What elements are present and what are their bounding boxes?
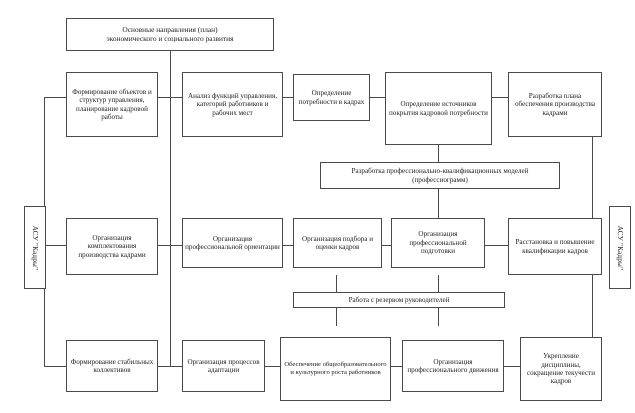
title-box: Основные направления (план) экономическо… (66, 18, 274, 51)
box-vocational-guidance-label: Организация профессиональной ориентации (185, 234, 280, 251)
box-leader-reserve: Работа с резервом руководителей (293, 292, 505, 308)
box-vocational-training: Организация профессиональной подготовки (391, 218, 485, 268)
connector-row6-b (265, 366, 280, 367)
box-selection-evaluation-label: Организация подбора и оценки кадров (301, 234, 374, 251)
box-forming-objects-label: Формирование объектов и структур управле… (72, 87, 152, 121)
box-need-determination: Определение потребности в кадрах (293, 74, 370, 121)
connector-row4-c (382, 245, 391, 246)
connector-title-vertical (170, 51, 171, 303)
box-selection-evaluation: Организация подбора и оценки кадров (293, 218, 382, 268)
side-label-right-text: АСУ "Кадры" (616, 225, 624, 270)
connector-left-to-row6 (44, 366, 66, 367)
box-sources-determination: Определение источников покрытия кадровой… (385, 72, 492, 145)
box-staffing-organization-label: Организация комплектования производства … (78, 233, 146, 259)
box-professiogram-development-label: Разработка профессионально-квалификацион… (351, 167, 529, 184)
box-adaptation-processes: Организация процессов адаптации (182, 340, 265, 392)
box-sources-determination-label: Определение источников покрытия кадровой… (389, 100, 488, 117)
connector-row6-c (391, 366, 402, 367)
connector-row2-c (370, 97, 385, 98)
connector-row2-a (158, 97, 182, 98)
connector-training-to-reserve (438, 275, 439, 292)
box-vocational-guidance: Организация профессиональной ориентации (182, 218, 283, 268)
connector-sources-to-professiogram (438, 145, 439, 162)
connector-row6-d (504, 366, 520, 367)
connector-row2-b (283, 97, 293, 98)
box-forming-objects: Формирование объектов и структур управле… (66, 72, 158, 137)
connector-left-to-row2 (44, 97, 66, 98)
box-leader-reserve-label: Работа с резервом руководителей (348, 295, 450, 304)
box-placement-upgrading-label: Расстановка и повышение квалификации кад… (515, 238, 595, 255)
box-staffing-organization: Организация комплектования производства … (66, 218, 158, 275)
side-label-right: АСУ "Кадры" (609, 206, 631, 289)
connector-left-to-row4 (44, 245, 66, 246)
box-placement-upgrading: Расстановка и повышение квалификации кад… (508, 218, 602, 275)
connector-left-column-vertical (170, 303, 171, 366)
box-need-determination-label: Определение потребности в кадрах (298, 89, 365, 106)
box-education-culture-growth: Обеспечение общеобразовательного и культ… (280, 337, 391, 401)
connector-row6-a (158, 366, 182, 367)
box-stable-teams: Формирование стабильных коллективов (66, 340, 158, 392)
connector-row4-d (485, 245, 508, 246)
side-label-left-text: АСУ "Кадры" (31, 225, 39, 270)
box-vocational-training-label: Организация профессиональной подготовки (409, 230, 467, 256)
box-discipline-turnover-label: Укрепление дисциплины, сокращение текуче… (526, 352, 596, 386)
side-label-left: АСУ "Кадры" (24, 206, 46, 289)
connector-row4-a (158, 245, 182, 246)
connector-selection-to-reserve (336, 275, 337, 292)
box-plan-development: Разработка плана обеспечения производств… (508, 72, 602, 137)
connector-row4-b (283, 245, 293, 246)
title-line-1: Основные направления (план) (122, 24, 218, 34)
box-stable-teams-label: Формирование стабильных коллективов (70, 357, 154, 374)
box-plan-development-label: Разработка плана обеспечения производств… (514, 91, 596, 117)
connector-reserve-to-education (336, 308, 337, 326)
box-analysis-functions: Анализ функций управления, категорий раб… (182, 72, 283, 137)
box-professional-movement-label: Организация профессионального движения (407, 357, 499, 374)
box-adaptation-processes-label: Организация процессов адаптации (187, 357, 260, 374)
box-education-culture-growth-label: Обеспечение общеобразовательного и культ… (284, 361, 387, 376)
box-professional-movement: Организация профессионального движения (402, 340, 504, 392)
box-discipline-turnover: Укрепление дисциплины, сокращение текуче… (520, 337, 602, 401)
title-line-2: экономического и социального развития (106, 33, 234, 43)
connector-reserve-to-movement (438, 308, 439, 326)
box-professiogram-development: Разработка профессионально-квалификацион… (320, 162, 560, 189)
connector-professiogram-to-training (438, 189, 439, 218)
connector-row2-d (492, 97, 508, 98)
box-analysis-functions-label: Анализ функций управления, категорий раб… (187, 91, 278, 117)
